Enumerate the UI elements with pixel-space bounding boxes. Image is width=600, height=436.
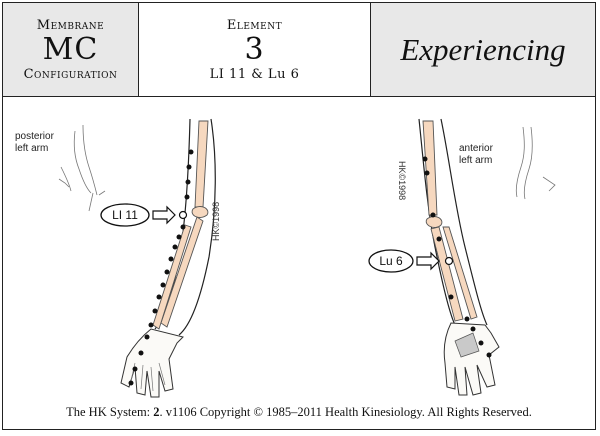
right-arm-bones xyxy=(422,120,478,322)
element-cell: Element 3 LI 11 & Lu 6 xyxy=(139,3,371,96)
left-hand-bones xyxy=(130,362,166,392)
footer-bold: 2 xyxy=(153,405,160,419)
left-thumbnail-figure xyxy=(58,124,106,212)
left-watermark: HK©1998 xyxy=(211,202,221,241)
right-watermark: HK©1998 xyxy=(397,161,407,200)
footer-prefix: The HK System: xyxy=(66,405,154,419)
header-bar: Membrane MC Configuration Element 3 LI 1… xyxy=(3,3,595,97)
li11-label-ellipse xyxy=(100,203,150,227)
right-thumbnail-figure xyxy=(515,126,556,200)
element-points: LI 11 & Lu 6 xyxy=(209,66,300,82)
right-palm-shading xyxy=(454,332,480,358)
chart-card: Membrane MC Configuration Element 3 LI 1… xyxy=(2,2,596,430)
left-note-line2: left arm xyxy=(15,143,48,154)
left-arm-bones xyxy=(152,120,209,330)
footer-copyright: The HK System: 2. v1106 Copyright © 1985… xyxy=(3,405,595,420)
left-note-line1: posterior xyxy=(15,131,55,142)
left-hand xyxy=(120,328,184,398)
emotion-title: Experiencing xyxy=(400,31,566,67)
right-meridian-points xyxy=(422,156,492,358)
membrane-code: MC xyxy=(42,31,99,67)
li11-label: LI 11 xyxy=(112,208,138,222)
membrane-label: Membrane xyxy=(36,17,105,33)
arms-svg: posterior left arm xyxy=(15,118,556,398)
membrane-cell: Membrane MC Configuration xyxy=(3,3,139,96)
lu6-point-marker xyxy=(444,256,454,266)
li11-point-marker xyxy=(178,210,188,220)
right-note-line2: left arm xyxy=(459,155,492,166)
element-label: Element xyxy=(226,17,283,33)
arm-illustrations: posterior left arm xyxy=(3,97,595,431)
lu6-label-ellipse xyxy=(368,249,414,273)
left-meridian-points xyxy=(128,149,194,386)
lu6-label: Lu 6 xyxy=(379,254,403,268)
li11-arrow-icon xyxy=(152,205,176,225)
lu6-arrow-icon xyxy=(416,251,440,271)
configuration-label: Configuration xyxy=(23,66,118,82)
right-note-line1: anterior xyxy=(459,143,494,154)
footer-rest: . v1106 Copyright © 1985–2011 Health Kin… xyxy=(159,405,532,419)
element-number: 3 xyxy=(244,31,265,67)
emotion-cell: Experiencing xyxy=(371,3,595,96)
